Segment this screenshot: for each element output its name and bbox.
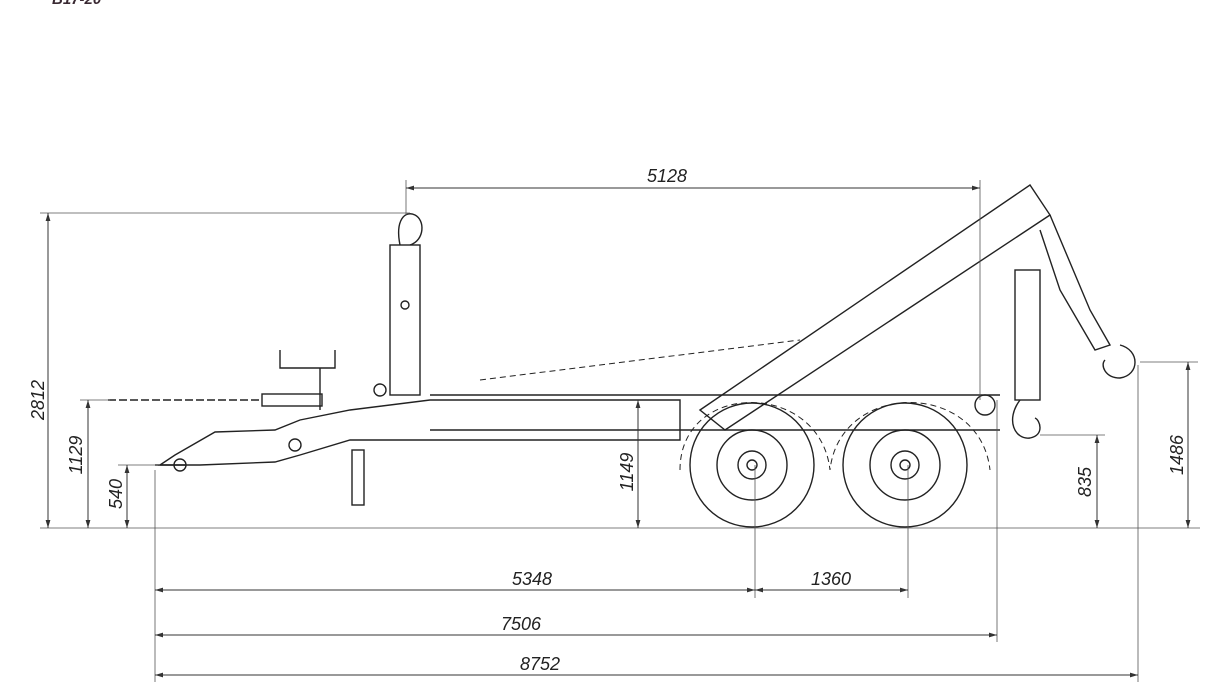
dim-label: 8752 xyxy=(520,654,560,674)
dim-label: 1360 xyxy=(811,569,851,589)
wheel-front xyxy=(689,402,815,528)
dimension-rear-hook-low: 835 xyxy=(1075,435,1100,528)
dim-label: 1486 xyxy=(1167,434,1187,475)
dim-label: 5348 xyxy=(512,569,552,589)
extension-lines xyxy=(40,180,1198,682)
dimension-frame-height: 1149 xyxy=(617,400,641,528)
dimension-axle-distance: 5348 xyxy=(155,569,755,593)
dim-label: 1149 xyxy=(617,453,637,492)
dim-label: 1129 xyxy=(66,436,86,475)
dimension-coupling-height: 540 xyxy=(106,465,130,528)
dimension-overall-height: 2812 xyxy=(28,213,51,528)
dim-label: 835 xyxy=(1075,466,1095,497)
dimension-overall-length: 8752 xyxy=(155,654,1138,678)
drawing-title: B17-20 xyxy=(52,0,101,8)
dimension-length-to-rear: 7506 xyxy=(155,614,997,638)
dim-label: 7506 xyxy=(501,614,542,634)
dim-label: 540 xyxy=(106,479,126,509)
dimension-axle-spacing: 1360 xyxy=(755,569,908,593)
dim-label: 2812 xyxy=(28,380,48,421)
dimension-hook-reach: 5128 xyxy=(406,166,980,191)
dimension-rear-hook-high: 1486 xyxy=(1167,362,1191,528)
dim-label: 5128 xyxy=(647,166,687,186)
dimension-chain-height: 1129 xyxy=(66,400,91,528)
wheel-rear xyxy=(842,402,968,528)
